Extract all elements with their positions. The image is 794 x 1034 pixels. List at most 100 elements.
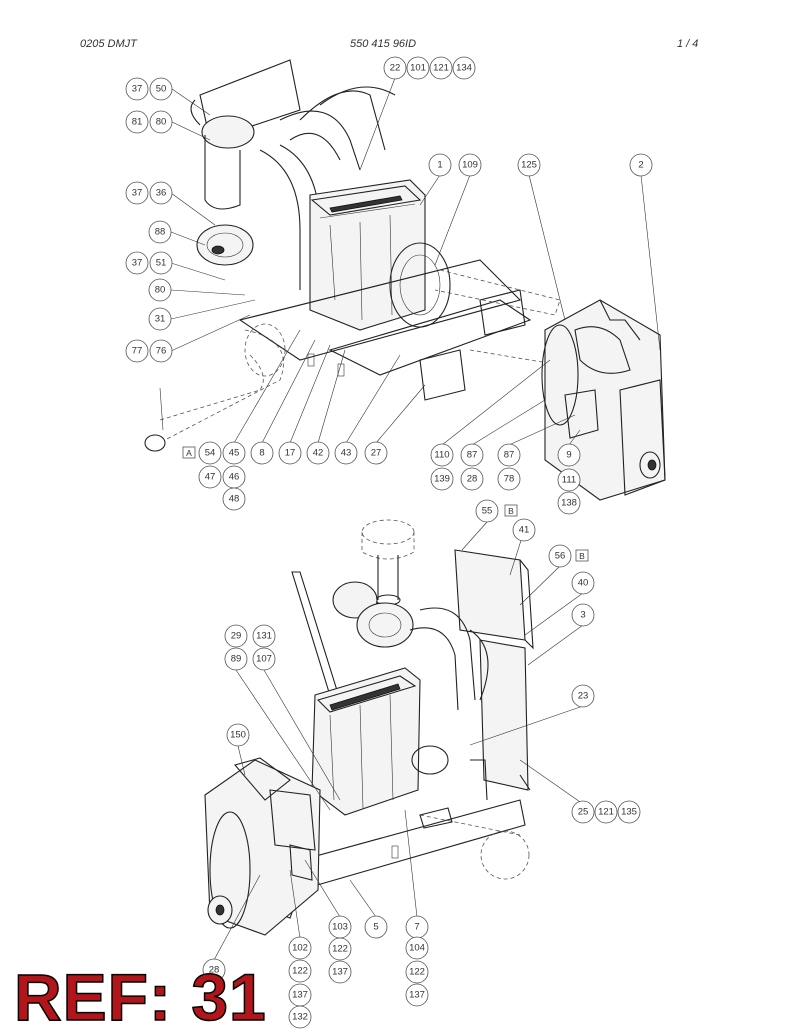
upper-engine-assembly [144, 59, 666, 501]
box-a: A [182, 446, 196, 459]
callout-number: 51 [156, 258, 167, 269]
callout-138: 138 [557, 491, 581, 515]
callout-31: 31 [148, 307, 172, 331]
callout-number: 29 [231, 631, 242, 642]
callout-135: 135 [617, 800, 641, 824]
callout-number: 76 [156, 346, 167, 357]
header-right: 1 / 4 [677, 38, 699, 50]
callout-78: 78 [497, 467, 521, 491]
callout-number: 137 [292, 990, 308, 1001]
callout-47: 47 [198, 465, 222, 489]
callout-25: 25 [571, 800, 595, 824]
callout-number: 41 [519, 525, 530, 536]
callout-46: 46 [222, 465, 246, 489]
callout-number: 122 [409, 967, 425, 978]
callout-number: 125 [521, 160, 537, 171]
callout-number: 40 [578, 578, 589, 589]
callout-number: 81 [132, 117, 143, 128]
callout-109: 109 [458, 153, 482, 177]
callout-number: 37 [132, 84, 143, 95]
callout-9: 9 [557, 443, 581, 467]
callout-103: 103 [328, 915, 352, 939]
callout-122-c: 122 [405, 960, 429, 984]
callout-2: 2 [629, 153, 653, 177]
callout-7: 7 [405, 915, 429, 939]
callout-29: 29 [224, 624, 248, 648]
callout-number: 137 [409, 990, 425, 1001]
callout-37-c: 37 [125, 251, 149, 275]
callout-number: 28 [209, 965, 220, 976]
callout-number: 89 [231, 654, 242, 665]
callout-number: 107 [256, 654, 272, 665]
callout-number: 54 [205, 448, 216, 459]
callout-number: 28 [467, 474, 478, 485]
callout-number: 102 [292, 943, 308, 954]
box-b-b: B [575, 549, 589, 562]
callout-40: 40 [571, 571, 595, 595]
callout-139: 139 [430, 467, 454, 491]
callout-number: 139 [434, 474, 450, 485]
callout-number: 110 [434, 450, 449, 461]
callout-number: 121 [433, 63, 449, 74]
callout-number: 78 [504, 474, 515, 485]
callout-number: 45 [229, 448, 240, 459]
callout-3: 3 [571, 603, 595, 627]
box-letter: B [579, 551, 585, 561]
callout-17: 17 [278, 441, 302, 465]
lower-engine-assembly [204, 519, 534, 936]
callout-122-b: 122 [288, 959, 312, 983]
callout-54: 54 [198, 441, 222, 465]
callout-number: 122 [332, 944, 348, 955]
callout-number: 101 [410, 63, 426, 74]
callout-131: 131 [252, 624, 276, 648]
callout-number: 37 [132, 188, 143, 199]
box-letter: A [186, 448, 192, 458]
callout-45: 45 [222, 441, 246, 465]
callout-101: 101 [406, 56, 430, 80]
callout-number: 138 [561, 498, 577, 509]
callout-number: 9 [566, 450, 571, 461]
callout-number: 7 [414, 922, 419, 933]
callout-76: 76 [149, 339, 173, 363]
callout-number: 31 [155, 314, 166, 325]
callout-number: 104 [409, 943, 425, 954]
callout-number: 22 [390, 63, 401, 74]
callout-81: 81 [125, 110, 149, 134]
callout-28-b: 28 [202, 958, 226, 982]
callout-150: 150 [226, 723, 250, 747]
callout-121-a: 121 [429, 56, 453, 80]
callout-22: 22 [383, 56, 407, 80]
callout-number: 88 [155, 227, 166, 238]
callout-number: 111 [562, 475, 576, 486]
callout-37-a: 37 [125, 77, 149, 101]
callout-number: 56 [555, 551, 566, 562]
callout-number: 87 [504, 450, 515, 461]
callout-121-b: 121 [594, 800, 618, 824]
callout-number: 80 [155, 285, 166, 296]
callout-number: 55 [482, 506, 493, 517]
callout-number: 77 [132, 346, 143, 357]
callout-number: 48 [229, 494, 240, 505]
callout-28-a: 28 [460, 467, 484, 491]
callout-number: 23 [578, 691, 589, 702]
callout-5: 5 [364, 915, 388, 939]
callout-50: 50 [149, 77, 173, 101]
callout-111: 111 [557, 468, 581, 492]
callout-27: 27 [364, 441, 388, 465]
callout-number: 3 [580, 610, 585, 621]
callout-36: 36 [149, 181, 173, 205]
header-center: 550 415 96ID [350, 38, 417, 50]
callout-number: 42 [313, 448, 324, 459]
callout-104: 104 [405, 936, 429, 960]
callout-8: 8 [250, 441, 274, 465]
callout-89: 89 [224, 647, 248, 671]
callout-56: 56 [548, 544, 572, 568]
callout-137-c: 137 [405, 983, 429, 1007]
leader-lines [170, 77, 661, 961]
callout-number: 46 [229, 472, 240, 483]
callout-number: 80 [156, 117, 167, 128]
callout-132: 132 [288, 1005, 312, 1029]
callout-number: 135 [621, 807, 637, 818]
callout-number: 50 [156, 84, 167, 95]
